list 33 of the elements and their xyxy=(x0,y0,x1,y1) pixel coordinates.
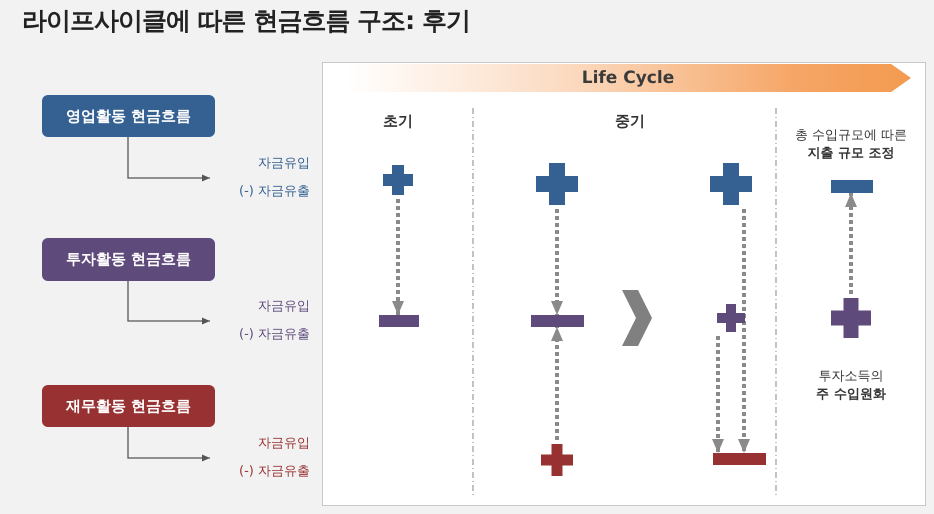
category-box: 투자활동 현금흐름 xyxy=(42,238,215,281)
minus-sign-icon xyxy=(713,453,766,465)
flow-text: 자금유입 xyxy=(257,298,310,316)
stage-heading: 중기 xyxy=(614,112,646,130)
category-box: 영업활동 현금흐름 xyxy=(42,95,215,137)
elbow-arrow xyxy=(127,427,210,462)
plus-sign-icon xyxy=(717,304,745,332)
category-box: 재무활동 현금흐름 xyxy=(42,385,215,427)
flow-text: (-) 자금유출 xyxy=(238,183,310,201)
title: 라이프사이클에 따른 현금흐름 구조: 후기 xyxy=(22,5,470,37)
dotted-arrow xyxy=(712,336,724,453)
dotted-arrow xyxy=(738,209,750,453)
plus-sign-icon xyxy=(710,163,752,205)
minus-sign-icon xyxy=(831,180,873,193)
plus-sign-icon xyxy=(383,165,413,195)
dotted-arrow xyxy=(551,209,563,315)
elbow-arrow xyxy=(127,281,210,324)
stage-heading: 초기 xyxy=(382,112,414,130)
plus-sign-icon xyxy=(536,163,578,205)
elbow-arrow xyxy=(127,137,210,182)
plus-sign-icon xyxy=(831,298,871,338)
minus-sign-icon xyxy=(531,315,584,327)
plus-sign-icon xyxy=(541,444,573,476)
flow-text: 자금유입 xyxy=(257,435,310,453)
flow-text: (-) 자금유출 xyxy=(238,463,310,481)
dotted-arrow xyxy=(845,193,857,294)
dotted-arrow xyxy=(392,199,404,315)
note-text: 총 수입규모에 따른 지출 규모 조정 xyxy=(794,127,908,163)
minus-sign-icon xyxy=(379,315,419,327)
note-text: 투자소득의 주 수입원화 xyxy=(815,368,887,404)
dotted-arrow xyxy=(551,327,563,440)
flow-text: (-) 자금유출 xyxy=(238,326,310,344)
flow-text: 자금유입 xyxy=(257,155,310,173)
